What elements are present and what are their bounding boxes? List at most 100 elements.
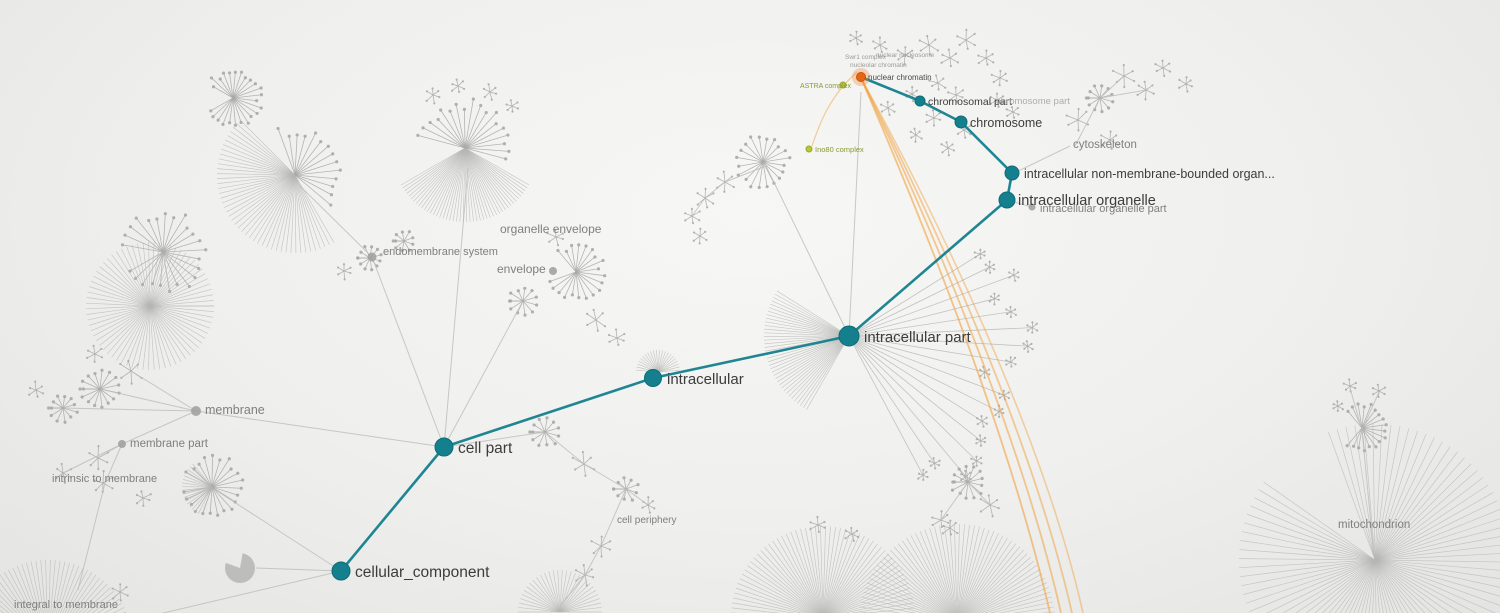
node-endomembrane-dot[interactable] — [367, 252, 377, 262]
burst-cluster — [1154, 59, 1172, 77]
node-astra-complex[interactable] — [839, 81, 847, 89]
burst-cluster — [400, 147, 530, 222]
burst-cluster — [979, 494, 1000, 518]
tiny-term-label[interactable]: Swr1 complex — [845, 54, 887, 61]
burst-cluster — [47, 394, 79, 424]
label-chromosome[interactable]: chromosome — [970, 116, 1042, 130]
burst-cluster — [93, 470, 114, 493]
gray-term-label[interactable]: organelle envelope — [500, 222, 602, 236]
burst-cluster — [977, 49, 995, 66]
node-intracellular-nmb-organelle[interactable] — [1004, 165, 1020, 181]
tiny-term-label[interactable]: nuclear nucleosome — [876, 52, 935, 59]
gray-term-label[interactable]: membrane — [205, 403, 265, 417]
gray-edge — [1361, 391, 1380, 431]
gray-term-label[interactable]: integral to membrane — [14, 599, 118, 611]
burst-cluster — [120, 212, 208, 294]
path-edge — [443, 376, 654, 449]
tiny-term-label[interactable]: nucleolar chromatin — [850, 62, 907, 69]
label-ino80-complex[interactable]: Ino80 complex — [815, 145, 864, 154]
path-edge — [919, 99, 962, 124]
burst-cluster — [1342, 378, 1358, 393]
burst-cluster — [1345, 402, 1388, 453]
burst-cluster — [482, 83, 498, 101]
burst-cluster — [1371, 383, 1387, 399]
decor-layer — [0, 28, 1500, 613]
node-chromosome[interactable] — [954, 115, 968, 129]
gray-edge — [443, 431, 546, 448]
burst-cluster — [1332, 400, 1344, 412]
gray-edge — [625, 488, 649, 506]
label-nuclear-chromatin[interactable]: nuclear chromatin — [868, 73, 932, 82]
node-chromosomal-part[interactable] — [914, 95, 926, 107]
path-edge — [960, 121, 1013, 174]
burst-cluster — [918, 34, 940, 56]
burst-cluster — [1005, 106, 1020, 119]
burst-cluster — [809, 515, 826, 533]
burst-cluster — [848, 248, 1039, 483]
label-intracellular-organelle[interactable]: intracellular organelle — [1018, 193, 1156, 209]
gray-edge — [848, 91, 862, 337]
burst-cluster — [1065, 107, 1090, 132]
gray-term-label[interactable]: envelope — [497, 262, 546, 276]
gray-edge — [967, 481, 991, 506]
label-intracellular[interactable]: intracellular — [667, 371, 744, 388]
node-ino80-complex[interactable] — [805, 145, 813, 153]
gray-edge — [1074, 97, 1101, 147]
gray-term-label[interactable]: endomembrane system — [383, 246, 498, 258]
node-organelle-part-dot[interactable] — [1028, 203, 1036, 211]
node-membrane-part-dot[interactable] — [118, 440, 126, 448]
gray-term-label[interactable]: chromosome part — [996, 96, 1070, 107]
node-intracellular-organelle[interactable] — [998, 191, 1016, 209]
burst-cluster — [859, 524, 1055, 613]
label-chromosomal-part[interactable]: chromosomal part — [928, 96, 1012, 108]
burst-cluster — [416, 97, 511, 161]
burst-cluster — [86, 242, 214, 370]
burst-cluster — [941, 519, 959, 536]
node-envelope-dot[interactable] — [549, 267, 557, 275]
path-edge — [848, 199, 1008, 337]
gray-edge — [121, 410, 197, 445]
burst-cluster — [731, 526, 915, 613]
node-intracellular-part[interactable] — [838, 325, 860, 347]
burst-cluster — [844, 526, 860, 542]
label-intracellular-part[interactable]: intracellular part — [864, 329, 972, 346]
gray-term-label[interactable]: intracellular organelle part — [1040, 203, 1167, 215]
orange-edges-layer — [811, 71, 1084, 613]
burst-cluster — [548, 243, 607, 300]
burst-cluster — [950, 464, 984, 500]
gray-edge — [77, 482, 106, 591]
node-membrane-dot[interactable] — [191, 406, 201, 416]
gray-edge — [255, 567, 342, 572]
gray-edge — [371, 256, 445, 448]
node-cellular-component[interactable] — [331, 561, 351, 581]
gray-term-label[interactable]: membrane part — [130, 438, 209, 450]
node-intracellular[interactable] — [644, 369, 662, 387]
gray-term-label[interactable]: mitochondrion — [1338, 519, 1410, 531]
gray-term-label[interactable]: cytoskeleton — [1073, 139, 1137, 151]
burst-cluster — [735, 135, 792, 190]
gray-edge — [1099, 75, 1125, 99]
gray-edge — [62, 443, 123, 474]
gray-edge — [161, 570, 342, 613]
gray-edge — [443, 300, 524, 448]
burst-cluster — [451, 78, 466, 94]
gray-edge — [765, 165, 850, 337]
burst-cluster — [28, 380, 45, 398]
label-astra-complex[interactable]: ASTRA complex — [800, 83, 851, 90]
label-intracellular-nmb-organelle[interactable]: intracellular non-membrane-bounded organ… — [1024, 167, 1275, 181]
burst-cluster — [940, 48, 960, 68]
gray-edge — [600, 488, 627, 547]
burst-cluster — [641, 496, 656, 514]
burst-cluster — [928, 74, 947, 91]
burst-cluster — [909, 127, 923, 143]
node-nuclear-chromatin[interactable] — [852, 68, 870, 86]
gray-term-label[interactable]: intrinsic to membrane — [52, 473, 157, 485]
burst-cluster — [507, 286, 539, 317]
label-cellular-component[interactable]: cellular_component — [355, 564, 490, 581]
burst-cluster — [611, 476, 640, 502]
gray-term-label[interactable]: cell periphery — [617, 515, 676, 526]
label-cell-part[interactable]: cell part — [458, 440, 513, 457]
node-cell-part[interactable] — [434, 437, 454, 457]
